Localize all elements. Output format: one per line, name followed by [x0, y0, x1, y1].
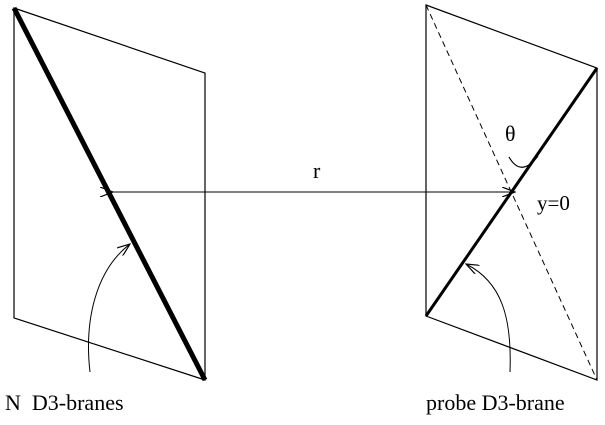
angle-arc	[508, 155, 539, 168]
right-caption: probe D3-brane	[426, 390, 565, 415]
distance-label: r	[313, 158, 321, 183]
left-pointer-arrow	[88, 244, 130, 373]
intersection-label: y=0	[537, 191, 570, 215]
left-caption: N D3-branes	[5, 390, 124, 415]
angle-label: θ	[505, 121, 516, 146]
dashed-reference-line	[425, 4, 598, 381]
right-pointer-arrow	[466, 264, 511, 373]
